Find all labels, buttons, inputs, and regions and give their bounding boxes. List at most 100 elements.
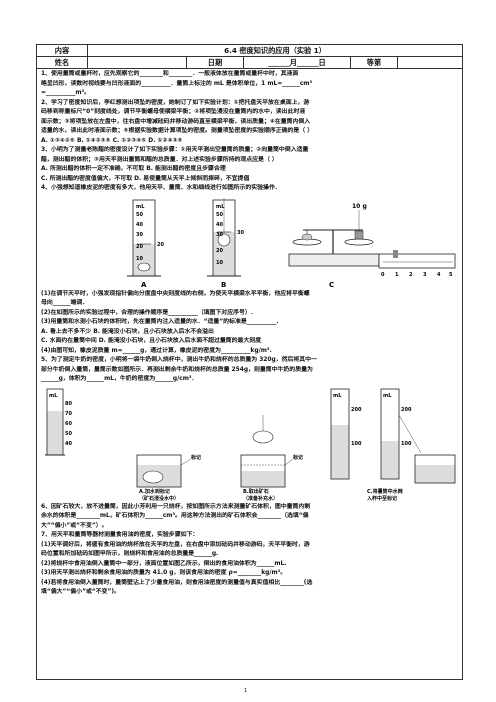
question-body: 1、使用量筒或量杯时，应先观察它的________和________．一般液体放… xyxy=(36,68,463,680)
cyl2-mark: 100 xyxy=(401,441,412,447)
mark-label-b: 标记 xyxy=(292,454,303,461)
header-table: 内容 6.4 密度知识的应用（实验 1） 姓名 日期 ______月______… xyxy=(36,44,463,69)
figure-label-a: A xyxy=(141,281,147,289)
caption-a-line1: A.加水到标记 xyxy=(139,488,170,495)
grade-label: 等第 xyxy=(350,56,398,69)
text-line: A. 看上去不多不少 B. 能淹没小石块，且小石块放入后水不会溢出 xyxy=(41,328,214,335)
text-line: 略呈凹形，读数时视线要与凹形液面的__________．量筒上标注的 mL 是体… xyxy=(41,80,313,87)
figure-label-c: C xyxy=(329,281,334,289)
page-number: 1 xyxy=(244,688,248,694)
cyl-a-mark: 40 xyxy=(136,222,143,228)
text-line: 2、学习了密度知识后，李红想测出项坠的密度，她制订了如下实验计划：①把托盘天平放… xyxy=(41,99,310,106)
caption-b-line2: （准备补充水） xyxy=(243,495,278,502)
text-line: (3)用量筒和水测小石块的体积时，先在量筒内注入适量的水．“适量”的标准是___… xyxy=(41,319,283,325)
cyl-b-mark: 40 xyxy=(216,222,223,228)
caption-c-line1: C.将量筒中水倒 xyxy=(367,488,403,495)
text-line: 醋，测出醋的体积；③用天平测出量筒和醋的总质量．对上述实验步骤所持的观点应是（ … xyxy=(41,156,278,163)
beaker-a: 标记 A.加水到标记 （矿石浸没水中） xyxy=(136,454,201,502)
cyl1-mark: 100 xyxy=(351,441,362,447)
cylinders-c: mL 200 100 mL 200 100 C.将量筒中水倒 入杯中至标记 xyxy=(330,388,456,502)
figure-q5-q6: mL 80 70 60 50 40 标记 A.加水到标记 （矿石浸没水中） xyxy=(41,385,458,503)
cylinder-b: mL 50 40 30 20 10 30 B xyxy=(207,197,244,289)
text-line: 适量的水，读出此时液面示数；⑤根据实验数据计算项坠的密度。测量项坠密度的实验顺序… xyxy=(41,128,314,134)
cyl-a-mark: 30 xyxy=(136,232,143,238)
cyl1-mark: 200 xyxy=(351,407,362,413)
weight-label: 10 g xyxy=(352,203,367,210)
milk-mark: 60 xyxy=(65,421,72,427)
cyl-a-mark: 10 xyxy=(136,256,143,262)
cyl2-mark: 200 xyxy=(401,407,412,413)
text-line: 3、小明为了测量老陈醋的密度设计了如下实验步骤：①用天平测出空量筒的质量；②向量… xyxy=(41,147,309,153)
cyl-a-level: 20 xyxy=(157,242,164,248)
text-line: (3)用天平测出烧杯和剩余食用油的质量为 41.0 g，则该食用油的密度 ρ=_… xyxy=(41,570,287,576)
cyl-a-mark: 50 xyxy=(136,212,143,218)
mark-label-a: 标记 xyxy=(190,454,201,461)
balance-c: 10 g C xyxy=(288,203,380,289)
cylinder-a: mL 50 40 30 20 10 20 A xyxy=(127,199,164,289)
text-line: (4)若将食用油倒入量筒时，量筒壁沾上了少量食用油，则食用油密度的测量值与真实值… xyxy=(41,579,313,586)
cyl-b-mark: 30 xyxy=(216,232,223,238)
text-line: ______g，体积为______mL，牛奶的密度为______g/cm³． xyxy=(41,376,198,382)
text-line: 大”“偏小”或“不变”）。 xyxy=(41,522,108,529)
text-line: (4)由图可知，橡皮泥质量 m=______g，通过计算，橡皮泥的密度为____… xyxy=(41,347,276,354)
grade-field[interactable] xyxy=(397,56,463,69)
text-line: 面示数；③将项坠放在左盘中，往右盘中增减砝码并移动游码直至横梁平衡，读出质量；④… xyxy=(41,118,311,125)
cyl-b-mark: 50 xyxy=(216,212,223,218)
text-line: A. 所测出醋的体积一定不准确，不可取 B. 能测出醋的密度且步骤合理 xyxy=(41,166,226,172)
scale-tick: 5 xyxy=(449,272,453,278)
text-line: 码位置和所加砝码如图甲所示，则烧杯和食用油的总质量是______g. xyxy=(41,551,219,557)
date-label: 日期 xyxy=(186,56,244,69)
milk-mark: 80 xyxy=(65,401,72,407)
caption-a-line2: （矿石浸没水中） xyxy=(139,495,179,502)
cyl-b-mark: mL xyxy=(216,204,225,210)
figure-q4-drawing: mL 50 40 30 20 10 20 A mL xyxy=(127,197,456,289)
milk-mark: mL xyxy=(49,393,58,399)
text-line: 1、使用量筒或量杯时，应先观察它的________和________．一般液体放… xyxy=(41,71,299,77)
milk-mark: 40 xyxy=(65,441,72,447)
text-line: 7、用天平和量筒等器材测量食用油的密度，实验步骤如下： xyxy=(41,532,199,538)
name-field[interactable] xyxy=(87,56,187,69)
cyl1-mark: mL xyxy=(333,393,342,399)
figure-q4: mL 50 40 30 20 10 20 A mL xyxy=(41,194,458,290)
cyl-b-mark: 20 xyxy=(216,248,223,254)
text-line: A. ①③④②⑤ B. ①④②③⑤ C. ①②③④⑤ D. ①②④③⑤ xyxy=(41,137,183,144)
text-line: 余水的体积是________mL，矿石体积为______cm³。用这种方法测出的… xyxy=(41,513,309,519)
cyl-a-mark: 20 xyxy=(136,244,143,250)
content-value: 6.4 密度知识的应用（实验 1） xyxy=(87,44,463,57)
text-line: 5、为了测定牛奶的密度，小明将一袋牛奶倒入烧杯中，测出牛奶和烧杯的总质量为 32… xyxy=(41,357,317,363)
text-line: 部分牛奶倒入量筒，量筒示数如图所示．再测出剩余牛奶和烧杯的总质量 254g，则量… xyxy=(41,366,313,373)
name-label: 姓名 xyxy=(36,56,88,69)
milk-cylinder: mL 80 70 60 50 40 xyxy=(45,388,72,455)
text-line: 母向______端调． xyxy=(41,300,89,306)
milk-mark: 50 xyxy=(65,431,72,437)
scale-tick: 2 xyxy=(409,272,413,278)
text-line: =__________m³。 xyxy=(41,90,90,96)
caption-b-line1: B.取出矿石 xyxy=(243,488,269,495)
figure-q5-q6-drawing: mL 80 70 60 50 40 标记 A.加水到标记 （矿石浸没水中） xyxy=(45,388,456,502)
text-line: C. 水面约在量筒中间 D. 能淹没小石块，且小石块放入后水面不超过量筒的最大刻… xyxy=(41,338,262,344)
figure-label-b: B xyxy=(221,281,226,289)
text-line: 6、因矿石较大，放不进量筒，因此小芳利用一只烧杯，按如图所示方法来测量矿石体积，… xyxy=(41,503,311,510)
text-line: C. 所测出醋的密度值偏大，不可取 D. 易使量筒从天平上倾斜而摔碎，不宜提倡 xyxy=(41,175,250,182)
cyl2-mark: mL xyxy=(383,393,392,399)
date-field[interactable]: ______月______日 xyxy=(243,56,351,69)
milk-mark: 70 xyxy=(65,411,72,417)
rider-scale: 0 1 2 3 4 5 xyxy=(378,249,456,278)
scale-tick: 0 xyxy=(381,272,385,278)
scale-tick: 3 xyxy=(423,272,427,278)
text-line: 码移到称量标尺“0”刻度线处，调节平衡螺母使横梁平衡；②将项坠浸没在量筒内的水中… xyxy=(41,109,306,115)
caption-c-line2: 入杯中至标记 xyxy=(367,495,397,502)
content-label: 内容 xyxy=(36,44,88,57)
text-line: 填“偏大”“偏小”或“不变”)。 xyxy=(41,589,120,595)
cyl-b-level: 30 xyxy=(237,230,244,236)
cyl-a-mark: mL xyxy=(136,204,145,210)
beaker-b: 标记 B.取出矿石 （准备补充水） xyxy=(240,414,303,502)
text-line: (1)在调节天平时，小强发现指针偏向分度盘中央刻度线的右侧，为使天平横梁水平平衡… xyxy=(41,290,310,297)
scale-tick: 1 xyxy=(395,272,399,278)
text-line: (2)将烧杯中食用油倒入量筒中一部分，液面位置如图乙所示，倒出的食用油体积为__… xyxy=(41,560,287,567)
text-line: (2)在如图所示的实验过程中，合理的操作顺序是__________（填图下对应序… xyxy=(41,309,257,316)
cyl-b-mark: 10 xyxy=(216,260,223,266)
text-line: 4、小强想知道橡皮泥的密度有多大，他用天平、量筒、水和细线进行如图所示的实验操作… xyxy=(41,185,281,191)
scale-tick: 4 xyxy=(437,272,441,278)
